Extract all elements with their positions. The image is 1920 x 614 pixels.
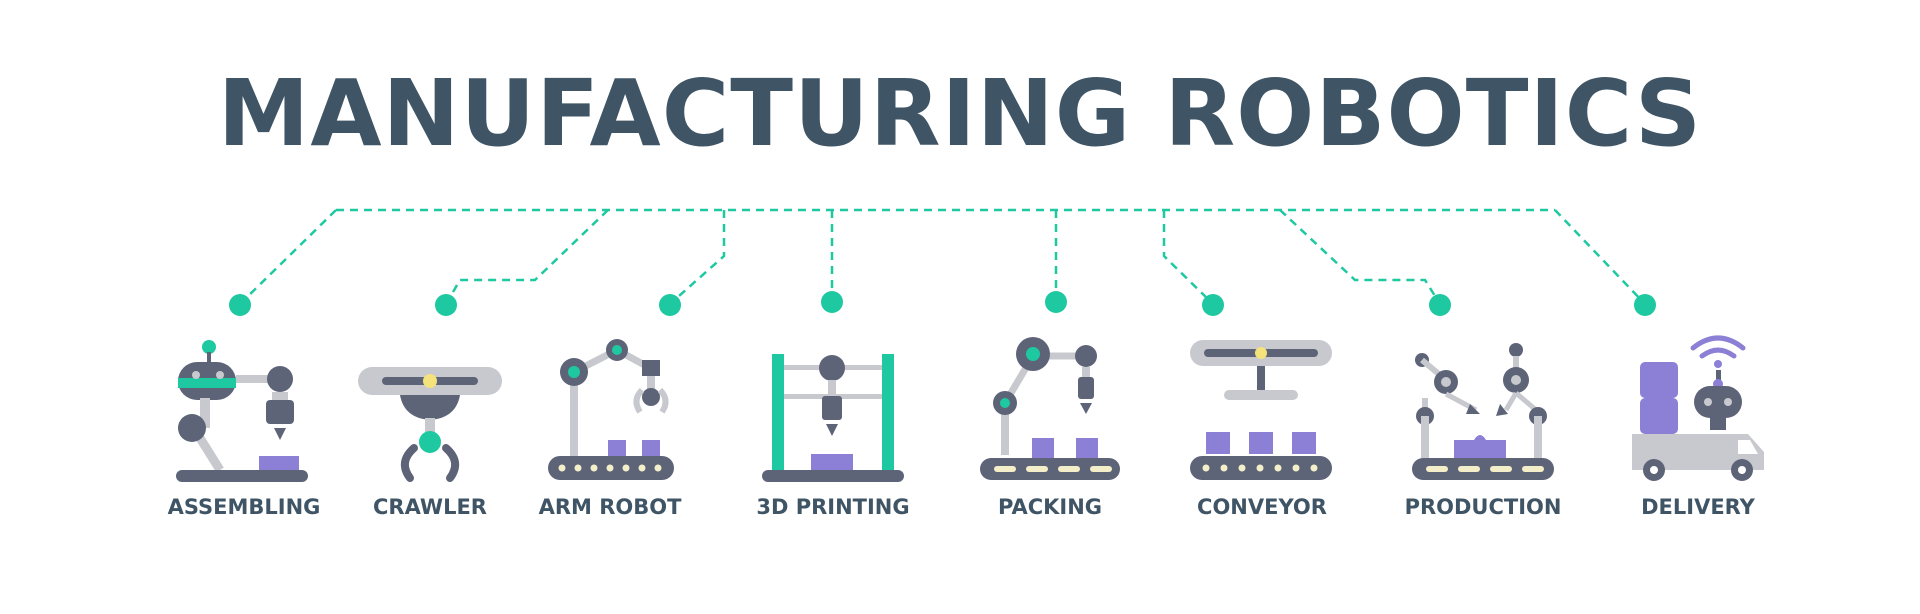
label-packing: PACKING xyxy=(997,495,1103,519)
label-delivery: DELIVERY xyxy=(1641,495,1755,519)
label-crawler: CRAWLER xyxy=(373,495,487,519)
page-title: MANUFACTURING ROBOTICS xyxy=(217,60,1703,167)
label-arm-robot: ARM ROBOT xyxy=(538,495,682,519)
label-production: PRODUCTION xyxy=(1404,495,1562,519)
label-conveyor: CONVEYOR xyxy=(1197,495,1327,519)
label-3d-printing: 3D PRINTING xyxy=(756,495,910,519)
label-assembling: ASSEMBLING xyxy=(167,495,321,519)
